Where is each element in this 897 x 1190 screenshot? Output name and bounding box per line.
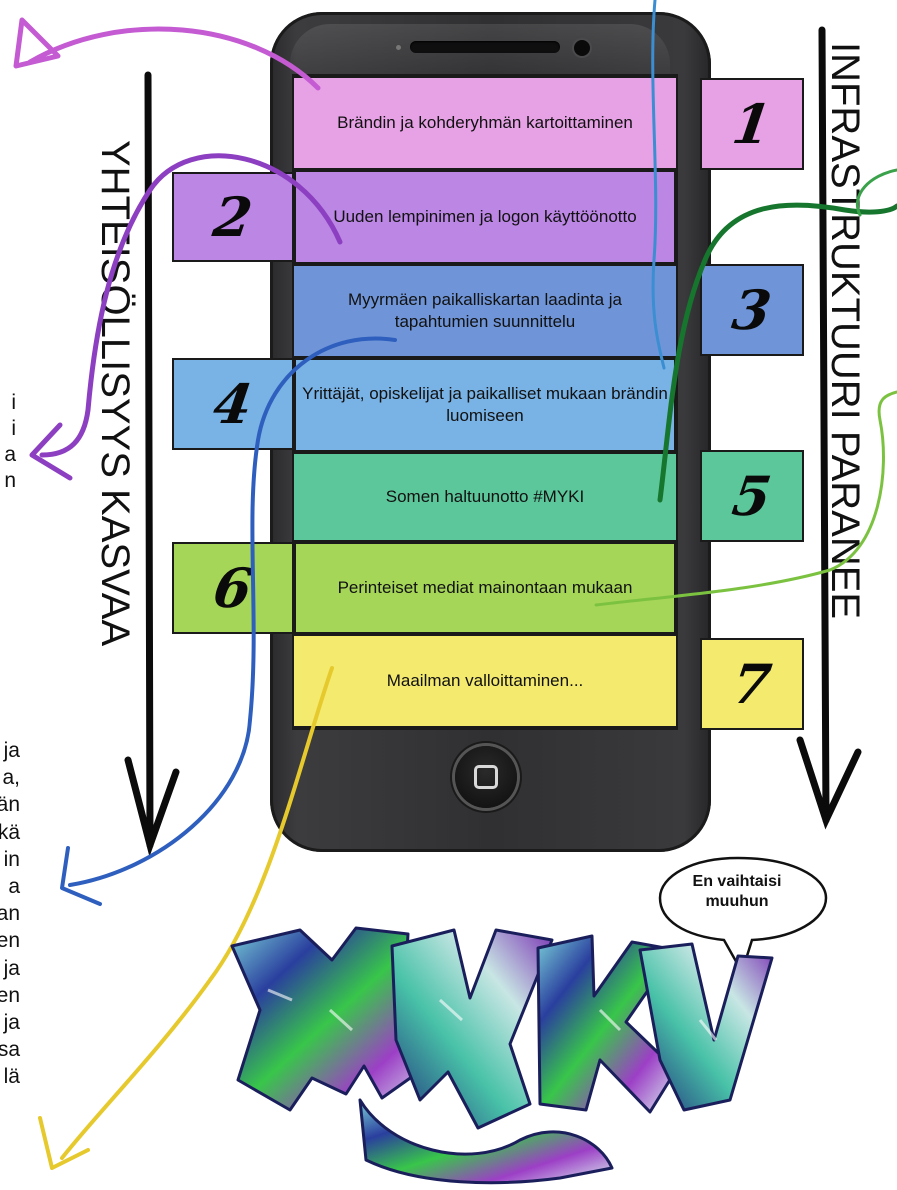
arrow-step6-lightgreen <box>594 390 897 607</box>
left-text-fragment-line: kä <box>0 820 20 844</box>
step-6-band: Perinteiset mediat mainontaan mukaan <box>294 542 676 634</box>
arrow-step1-purple <box>13 17 321 91</box>
step-4-number-box: 4 <box>172 358 294 450</box>
front-camera-icon <box>574 40 590 56</box>
step-7-number-box: 7 <box>700 638 804 730</box>
speech-bubble-text: En vaihtaisi muuhun <box>672 872 802 912</box>
left-text-fragment-line: a <box>4 443 16 466</box>
left-text-fragment-line: an <box>0 902 20 926</box>
left-text-fragment-line: än <box>0 793 20 817</box>
speech-bubble-line-2: muuhun <box>705 893 769 910</box>
step-1-band: Brändin ja kohderyhmän kartoittaminen <box>294 76 676 170</box>
step-5-band: Somen haltuunotto #MYKI <box>294 452 676 542</box>
arrow-step5-darkgreen <box>657 202 897 503</box>
step-6-number-box: 6 <box>172 542 294 634</box>
step-4-band: Yrittäjät, opiskelijat ja paikalliset mu… <box>294 358 676 452</box>
step-3-number-box: 3 <box>700 264 804 356</box>
right-down-arrow <box>796 26 862 830</box>
step-5-number-box: 5 <box>700 450 804 542</box>
step-2-number-box: 2 <box>172 172 294 262</box>
left-text-fragment-line: in <box>3 847 20 871</box>
step-1-number-box: 1 <box>700 78 804 170</box>
left-down-arrow <box>124 71 180 857</box>
arrow-step3-blue <box>60 336 397 906</box>
left-text-fragment-line: en <box>0 983 20 1007</box>
left-text-fragment-bottom: ja a, än kä in a an en ja en ja sa lä <box>0 737 20 1090</box>
left-text-fragment-line: i <box>11 391 16 414</box>
phone-speaker <box>410 41 560 53</box>
arrow-top-blue <box>651 0 666 370</box>
left-text-fragment-line: ja <box>3 1010 20 1034</box>
arrow-green <box>856 168 897 217</box>
step-2-band: Uuden lempinimen ja logon käyttöönotto <box>294 170 676 264</box>
speech-bubble-line-1: En vaihtaisi <box>692 873 782 890</box>
myki-graffiti-logo <box>230 926 774 1185</box>
left-text-fragment-line: en <box>0 929 20 953</box>
left-text-fragment-line: a <box>8 874 20 898</box>
left-text-fragment-line: sa <box>0 1038 20 1062</box>
sensor-dot <box>396 45 401 50</box>
right-axis-label: INFRASTRUKTUURI PARANEE <box>823 42 867 620</box>
step-3-band: Myyrmäen paikalliskartan laadinta ja tap… <box>294 264 676 358</box>
left-text-fragment-line: ja <box>3 956 20 980</box>
left-text-fragment-line: a, <box>2 766 20 790</box>
arrow-step7-yellow <box>38 666 334 1170</box>
left-text-fragment-line: lä <box>3 1065 20 1089</box>
arrow-step2-purple <box>29 153 343 481</box>
home-button-square-icon <box>474 765 498 789</box>
left-text-fragment-line: ja <box>3 739 20 762</box>
left-text-fragment-line: n <box>4 469 16 492</box>
left-text-fragment-line: i <box>11 417 16 440</box>
step-7-band: Maailman valloittaminen... <box>294 634 676 728</box>
home-button <box>455 746 517 808</box>
